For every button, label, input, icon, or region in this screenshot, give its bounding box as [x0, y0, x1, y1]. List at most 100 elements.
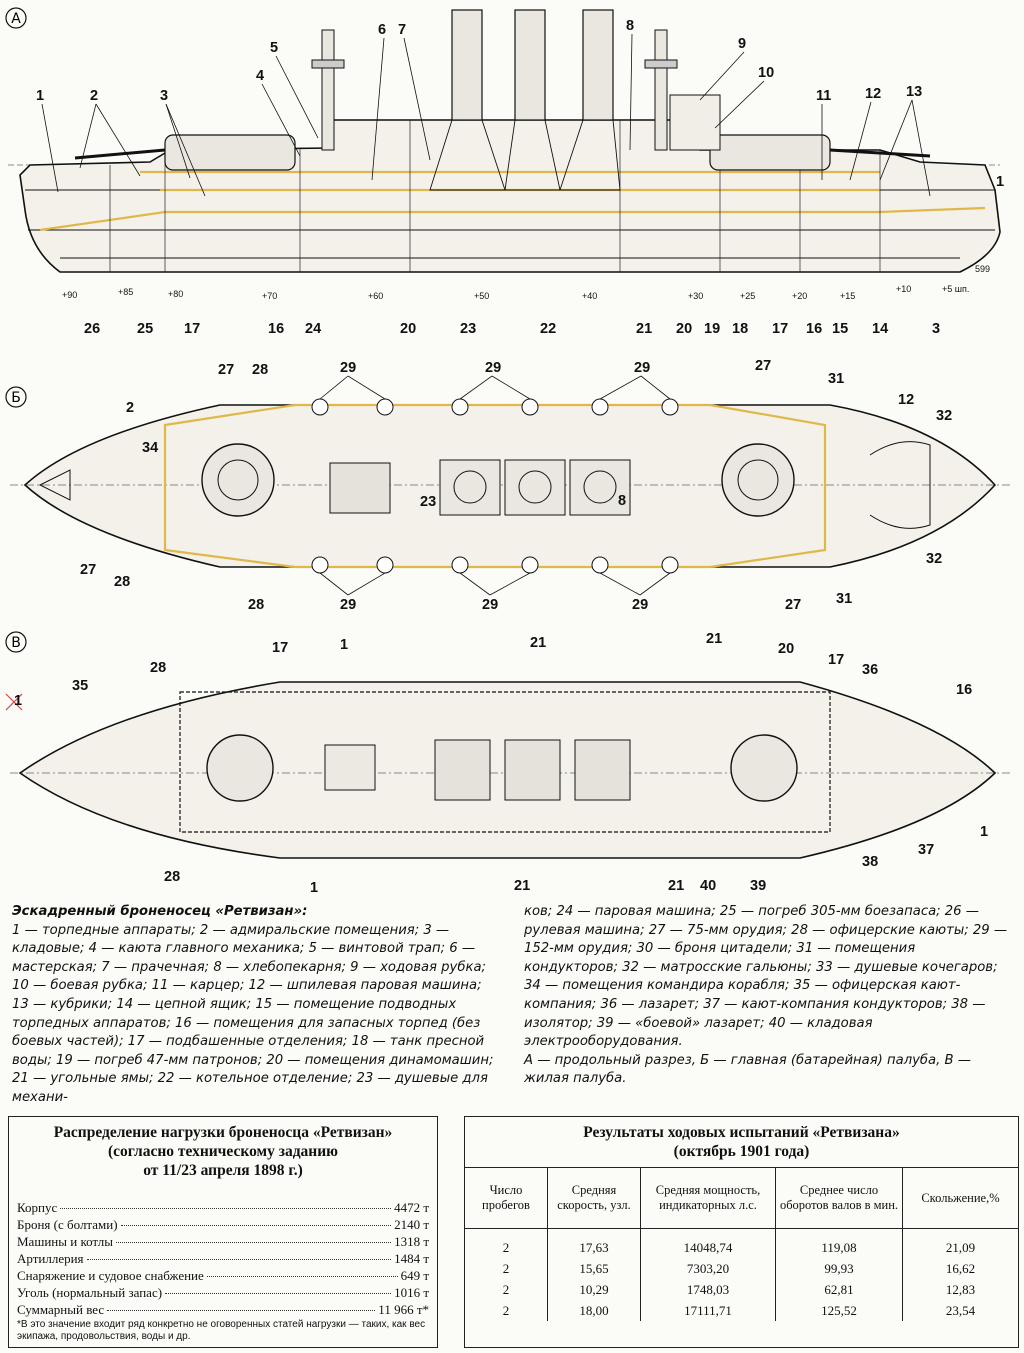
- view-b-marker-circle: [5, 386, 27, 408]
- trial-header: Средняя мощность, индикаторных л.с.: [640, 1167, 776, 1229]
- view-c-fore-barbette: [730, 734, 798, 802]
- trial-cell: 17,63: [547, 1228, 641, 1258]
- frame-label: +90: [62, 290, 77, 300]
- callout: 28: [164, 869, 180, 885]
- callout: 12: [865, 86, 881, 102]
- caption-left-text: 1 — торпедные аппараты; 2 — адмиральские…: [12, 922, 494, 1105]
- callout: 1: [996, 174, 1004, 190]
- callout: 39: [750, 878, 766, 894]
- trial-cell: 2: [502, 1260, 510, 1276]
- callout: 17: [772, 321, 788, 337]
- callout: 20: [778, 641, 794, 657]
- callout: 2: [126, 400, 134, 416]
- view-a-callouts-bottom: 26 25 17 16 24 20 23 22 21 20 19 18 17 1…: [84, 321, 940, 337]
- load-value: 1016 т: [394, 1285, 429, 1300]
- load-label: Броня (с болтами): [17, 1217, 118, 1232]
- trial-cell: 2: [502, 1281, 510, 1297]
- callout: 1: [340, 637, 348, 653]
- callout: 6: [378, 22, 386, 38]
- callout: 28: [252, 362, 268, 378]
- view-a-aft-turret: [709, 134, 831, 171]
- callout: 17: [184, 321, 200, 337]
- caption-right-column: ков; 24 — паровая машина; 25 — погреб 30…: [524, 903, 1012, 1089]
- callout: 1: [980, 824, 988, 840]
- callout: 1: [310, 880, 318, 896]
- load-distribution-table: Распределение нагрузки броненосца «Ретви…: [8, 1116, 438, 1348]
- callout: 38: [862, 854, 878, 870]
- callout: 36: [862, 662, 878, 678]
- callout: 23: [420, 494, 436, 510]
- callout: 29: [485, 360, 501, 376]
- view-b-funnel-rings: [453, 470, 617, 504]
- view-a-fore-gun: [829, 148, 931, 158]
- view-b-citadel-armor: [163, 403, 827, 569]
- trial-title-line: Результаты ходовых испытаний «Ретвизана»: [583, 1124, 900, 1141]
- frame-label: +10: [896, 284, 911, 294]
- view-b-fore-turret-ring: [737, 459, 779, 501]
- trial-cell: 62,81: [775, 1279, 903, 1300]
- sea-trials-table: Результаты ходовых испытаний «Ретвизана»…: [464, 1116, 1019, 1348]
- view-a-uptakes: [429, 119, 621, 191]
- callout: 18: [732, 321, 748, 337]
- frame-label: +50: [474, 291, 489, 301]
- view-b-leaders: [319, 375, 671, 596]
- trial-cell: 10,29: [547, 1279, 641, 1300]
- load-title-line: (согласно техническому заданию: [107, 1143, 339, 1160]
- callout: 13: [906, 84, 922, 100]
- frame-label: +5 шп.: [942, 284, 969, 294]
- view-c-living-deck: В 1 35 28 17 1 21 21 20 17: [0, 620, 1024, 900]
- view-b-fore-barbette: [721, 443, 795, 517]
- trial-header-row: Число пробегов Средняя скорость, узл. Ср…: [465, 1167, 1018, 1229]
- load-label: Суммарный вес: [17, 1302, 105, 1317]
- view-a-aft-gun: [74, 148, 166, 160]
- view-a-bridge: [669, 94, 721, 151]
- view-a-drawing: А: [5, 7, 1004, 337]
- callout: 29: [340, 360, 356, 376]
- callout: 7: [398, 22, 406, 38]
- view-a-aft-mast: [321, 29, 335, 151]
- view-c-drawing: В 1 35 28 17 1 21 21 20 17: [5, 631, 1010, 896]
- callout: 11: [816, 88, 831, 104]
- frame-label: +85: [118, 287, 133, 297]
- view-a-fore-turret: [164, 134, 296, 171]
- callout: 16: [956, 682, 972, 698]
- view-a-bulkheads: [109, 120, 881, 272]
- view-c-engine-hatch: [324, 744, 376, 791]
- caption-views-legend: А — продольный разрез, Б — главная (бата…: [524, 1052, 971, 1087]
- callout: 21: [514, 878, 530, 894]
- frame-label: +30: [688, 291, 703, 301]
- trial-cell: 12,83: [902, 1279, 1018, 1300]
- callout: 25: [137, 321, 153, 337]
- frame-label: +20: [792, 291, 807, 301]
- callout: 29: [632, 597, 648, 613]
- callout: 5: [270, 40, 278, 56]
- trial-cell: 17111,71: [640, 1300, 776, 1321]
- trial-cell: 1748,03: [640, 1279, 776, 1300]
- trial-table-title: Результаты ходовых испытаний «Ретвизана»…: [465, 1123, 1018, 1161]
- trial-cell: 125,52: [775, 1300, 903, 1321]
- callout: 29: [340, 597, 356, 613]
- trial-cell: 2: [502, 1239, 510, 1255]
- callout: 10: [758, 65, 774, 81]
- callout: 3: [160, 88, 168, 104]
- trial-header: Скольжение,%: [902, 1167, 1018, 1229]
- trial-cell: 23,54: [902, 1300, 1018, 1321]
- view-a-frame-ticks: +90 +85 +80 +70 +60 +50 +40 +30 +25 +20 …: [62, 284, 969, 301]
- callout: 23: [460, 321, 476, 337]
- view-b-aft-turret-ring: [217, 459, 259, 501]
- callout: 34: [142, 440, 158, 456]
- callout: 12: [898, 392, 914, 408]
- callout: 20: [400, 321, 416, 337]
- callout: 40: [700, 878, 716, 894]
- callout: 31: [828, 371, 844, 387]
- load-value: 649 т: [400, 1268, 429, 1283]
- view-b-marker: Б: [11, 390, 21, 406]
- load-value: 1318 т: [394, 1234, 429, 1249]
- view-b-funnel-casings: [439, 459, 631, 516]
- callout: 26: [84, 321, 100, 337]
